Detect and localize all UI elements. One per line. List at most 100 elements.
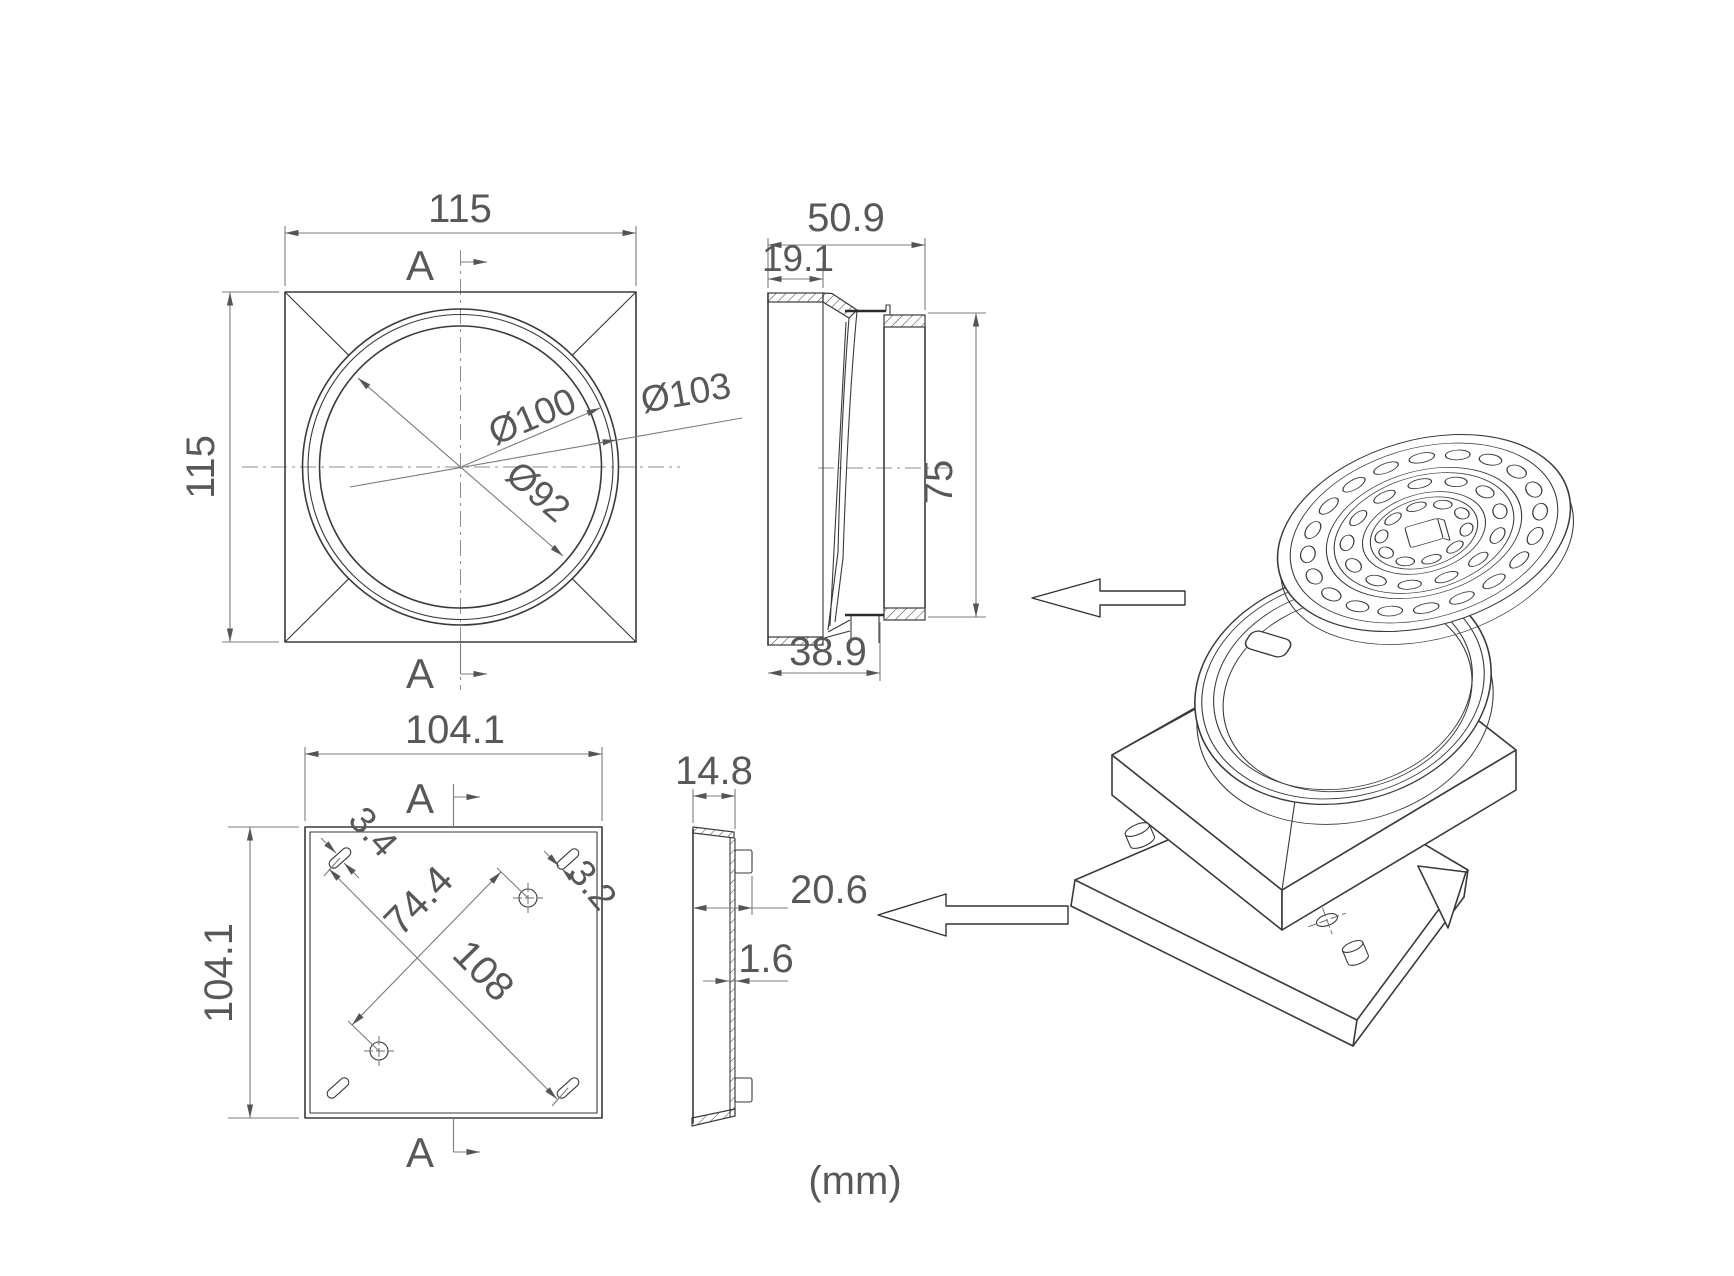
circle-outer: [301, 308, 620, 626]
funnel-curve-outer: [834, 310, 858, 623]
grate-hole: [1304, 521, 1322, 539]
grate-hole: [1468, 551, 1489, 567]
grate-hole: [1339, 534, 1355, 552]
grate-hole: [1365, 574, 1387, 587]
flange-hatch-bottom-right: [883, 607, 926, 621]
section-view: 50.9 19.1 75 38.9: [762, 196, 986, 681]
grate-hole: [1475, 485, 1495, 499]
grate-hole: [1421, 554, 1442, 565]
base-hole: [1308, 907, 1346, 935]
grate-hole: [1453, 507, 1470, 520]
tab-bottom: [734, 1077, 753, 1103]
grate-hole: [1373, 461, 1399, 475]
left-arrow-icon: [877, 893, 1069, 937]
collar-clip-tab: [1244, 630, 1292, 658]
grate-hole: [1305, 568, 1323, 585]
grate-hole: [1412, 602, 1440, 614]
dim-hole-pitch: 74.4: [376, 858, 462, 944]
funnel-curve-inner: [827, 317, 850, 631]
base-boss-right: [1341, 939, 1369, 966]
corner-chamfer-line: [284, 291, 350, 356]
grate-hole: [1444, 449, 1471, 461]
lip-hatch: [822, 292, 858, 319]
slot-bottom-left: [326, 1077, 350, 1099]
plan-view-top: 115 115 A A Ø100 Ø103 Ø92: [179, 187, 743, 697]
dim-flange-width: 19.1: [762, 238, 834, 279]
grate-hole: [1449, 591, 1475, 605]
grate-hole: [1459, 522, 1474, 537]
plate-wall-hatch: [730, 838, 735, 1116]
section-label-bottom: A: [406, 650, 434, 697]
grate-hole: [1509, 551, 1530, 569]
base-corner-flap: [1417, 865, 1467, 929]
dim-slot-pitch: 108: [444, 932, 522, 1010]
dim-depth: 14.8: [675, 749, 753, 793]
dim-thickness: 1.6: [738, 937, 794, 981]
slot-bottom-right: [556, 1077, 580, 1099]
dim-overall-width: 50.9: [807, 196, 885, 240]
dim-height: 115: [179, 435, 223, 499]
grate-hole: [1432, 499, 1453, 510]
grate-hole: [1395, 556, 1416, 567]
grate-hole: [1373, 489, 1396, 504]
iso-grate: [1276, 433, 1574, 645]
corner-chamfer-line: [284, 578, 350, 643]
grate-hole: [1444, 476, 1468, 488]
grate-hole: [1374, 529, 1389, 544]
grate-hole: [1407, 478, 1433, 490]
grate-hole: [1345, 558, 1362, 573]
grate-disc: [1276, 433, 1572, 633]
base-plate-outline: [304, 826, 603, 1119]
slot-top-left: [328, 847, 352, 869]
dim-height: 75: [917, 460, 961, 505]
dim-dia-103: Ø103: [638, 365, 734, 421]
dim-tab-depth: 20.6: [790, 868, 868, 912]
grate-hole: [1318, 497, 1339, 515]
grate-hole: [1526, 527, 1544, 545]
plan-view-bottom: 3.4 3.2 74.4 108 104.1 104.1 A A: [197, 708, 625, 1176]
grate-hole: [1492, 503, 1508, 520]
grate-hole: [1482, 573, 1506, 590]
grate-hole: [1408, 452, 1436, 464]
grate-hole: [1525, 481, 1543, 498]
plate-hatch-bottom: [691, 1108, 736, 1127]
grate-hole: [1397, 579, 1422, 590]
grate-hole: [1349, 509, 1368, 527]
grate-hole: [1446, 540, 1464, 554]
grate-hole: [1378, 546, 1395, 559]
left-arrow-icon: [1031, 578, 1186, 618]
grate-hole: [1478, 453, 1503, 466]
corner-chamfer-line: [571, 291, 637, 356]
grate-hole: [1321, 587, 1342, 602]
grate-hole: [1506, 464, 1527, 479]
grate-hole: [1345, 600, 1370, 613]
circle-inner: [318, 325, 603, 609]
section-label-top: A: [406, 242, 434, 289]
side-profile-view: 14.8 20.6 1.6: [675, 749, 868, 1127]
grate-hole: [1489, 527, 1506, 544]
plate-hatch-top: [692, 826, 735, 839]
grate-hole-pattern: [1299, 449, 1549, 617]
section-label-bottom: A: [406, 1129, 434, 1176]
tab-top: [734, 849, 753, 874]
flange-hatch-bottom-left: [767, 636, 824, 646]
grate-hole: [1299, 545, 1316, 564]
funnel-cone-line: [829, 321, 847, 627]
flange-hatch-top-right: [883, 314, 926, 328]
grate-hole: [1377, 605, 1404, 617]
dim-outlet-width: 38.9: [789, 630, 867, 674]
grate-center-square: [1404, 518, 1444, 548]
grate-outer-edge: [1276, 433, 1572, 633]
corner-chamfer-line: [571, 578, 637, 643]
dim-slot-width-right: 3.2: [560, 852, 624, 918]
flange-hatch-top-left: [767, 292, 824, 303]
dim-dia-100: Ø100: [482, 380, 581, 453]
dim-height: 104.1: [197, 923, 241, 1023]
grate-hole: [1406, 501, 1427, 512]
rim-notch: [885, 304, 891, 315]
grate-hole: [1384, 512, 1402, 526]
base-plate-inner: [309, 831, 598, 1114]
isometric-exploded-view: [877, 433, 1574, 1047]
